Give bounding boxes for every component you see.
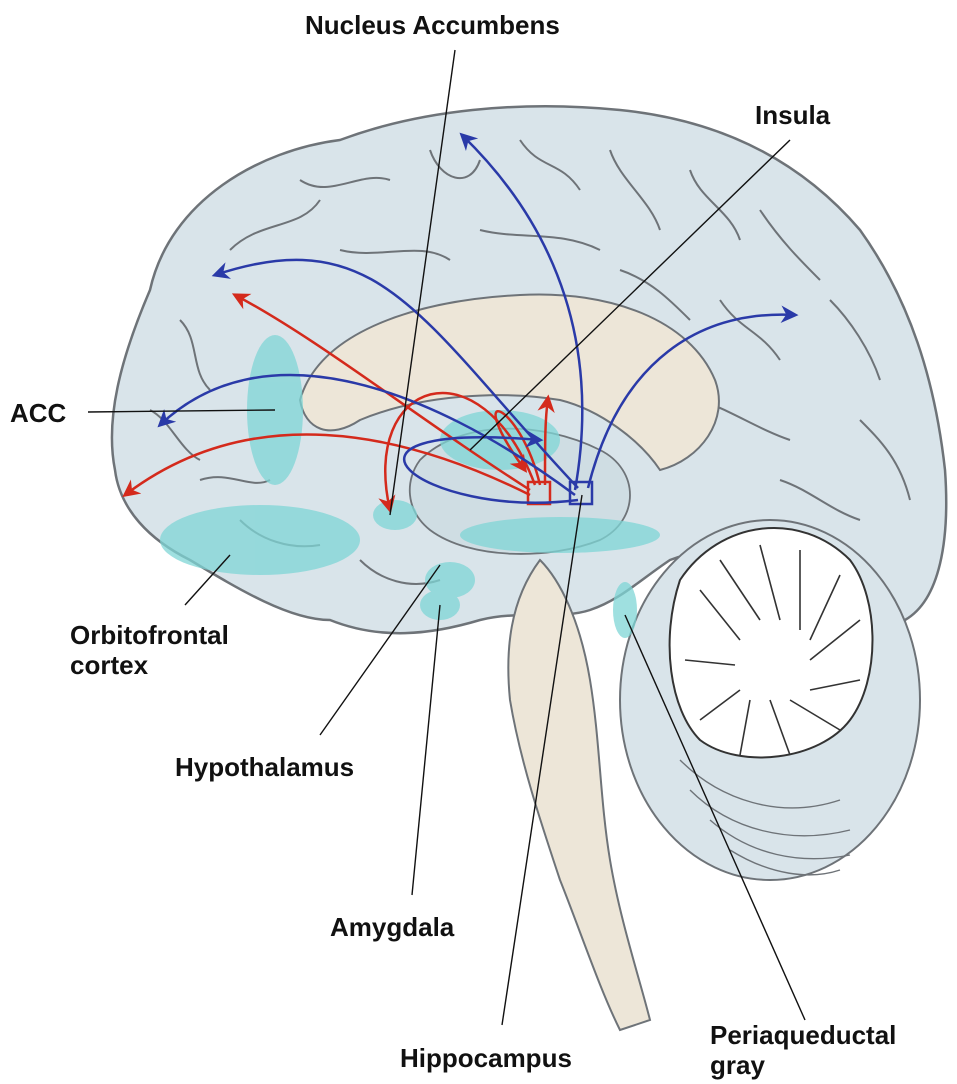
orbitofrontal-region	[160, 505, 360, 575]
label-hypothalamus: Hypothalamus	[175, 752, 354, 782]
pag-region	[613, 582, 637, 638]
label-periaqueductal-line2: gray	[710, 1050, 896, 1080]
hippocampus-region	[460, 517, 660, 553]
label-orbitofrontal-line2: cortex	[70, 650, 229, 680]
nucleus-accumbens-region	[373, 500, 417, 530]
leader-amygdala	[412, 605, 440, 895]
label-nucleus-accumbens: Nucleus Accumbens	[305, 10, 560, 40]
label-orbitofrontal-line1: Orbitofrontal	[70, 620, 229, 650]
label-periaqueductal-line1: Periaqueductal	[710, 1020, 896, 1050]
label-acc: ACC	[10, 398, 66, 428]
cerebellum	[620, 520, 920, 880]
insula-region	[440, 410, 560, 470]
label-insula: Insula	[755, 100, 830, 130]
label-hippocampus: Hippocampus	[400, 1043, 572, 1073]
label-amygdala: Amygdala	[330, 912, 454, 942]
label-periaqueductal-gray: Periaqueductal gray	[710, 1020, 896, 1080]
label-orbitofrontal-cortex: Orbitofrontal cortex	[70, 620, 229, 680]
